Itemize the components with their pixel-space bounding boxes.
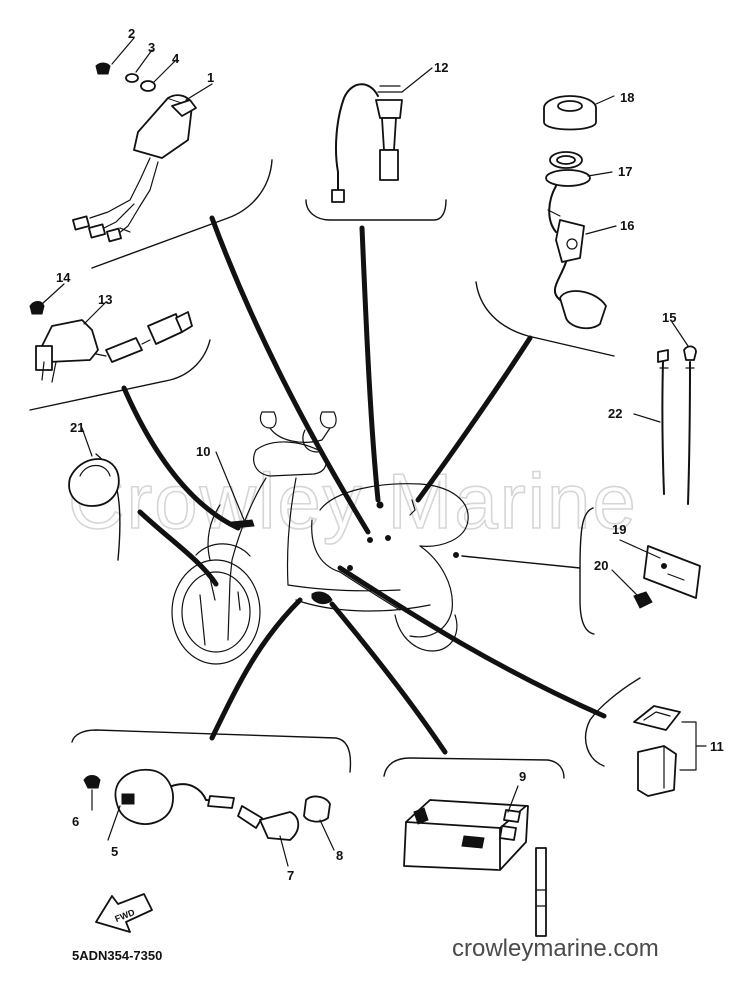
callout-13: 13 — [98, 292, 112, 307]
ignition-coil-assembly — [83, 768, 331, 841]
callout-11: 11 — [710, 739, 724, 754]
sensor-assembly — [331, 83, 403, 203]
callout-15: 15 — [662, 310, 676, 325]
callout-14: 14 — [56, 270, 71, 285]
callout-1: 1 — [207, 70, 214, 85]
reflector-assembly — [633, 545, 701, 609]
fuel-sender-assembly — [543, 95, 607, 330]
leader-lines — [121, 215, 607, 755]
callout-2: 2 — [128, 26, 135, 41]
callout-8: 8 — [336, 848, 343, 863]
callout-17: 17 — [618, 164, 632, 179]
callout-10: 10 — [196, 444, 210, 459]
callout-18: 18 — [620, 90, 634, 105]
group-brackets — [29, 159, 641, 779]
diagram-part-code: 5ADN354-7350 — [72, 948, 162, 963]
callout-5: 5 — [111, 844, 118, 859]
callout-16: 16 — [620, 218, 634, 233]
callout-20: 20 — [594, 558, 608, 573]
callout-19: 19 — [612, 522, 626, 537]
callout-3: 3 — [148, 40, 155, 55]
battery-assembly — [403, 799, 547, 937]
grommet — [68, 458, 120, 507]
callout-4: 4 — [172, 51, 180, 66]
footer-watermark: crowleymarine.com — [452, 935, 659, 962]
relay-assembly — [72, 62, 197, 243]
cable-ties — [657, 345, 697, 505]
harness-assembly — [29, 301, 193, 383]
fuse-holder-assembly — [633, 705, 707, 797]
callout-leaders — [41, 37, 689, 867]
callout-22: 22 — [608, 406, 622, 421]
callout-12: 12 — [434, 60, 448, 75]
callout-6: 6 — [72, 814, 79, 829]
callout-9: 9 — [519, 769, 526, 784]
scooter-body — [171, 411, 469, 665]
callout-7: 7 — [287, 868, 294, 883]
callout-numbers: 1 2 3 4 5 6 7 8 9 10 11 12 13 14 15 16 1… — [56, 26, 724, 883]
forward-arrow-icon: FWD — [95, 893, 153, 933]
callout-21: 21 — [70, 420, 84, 435]
background-watermark: Crowley Marine — [68, 457, 638, 545]
